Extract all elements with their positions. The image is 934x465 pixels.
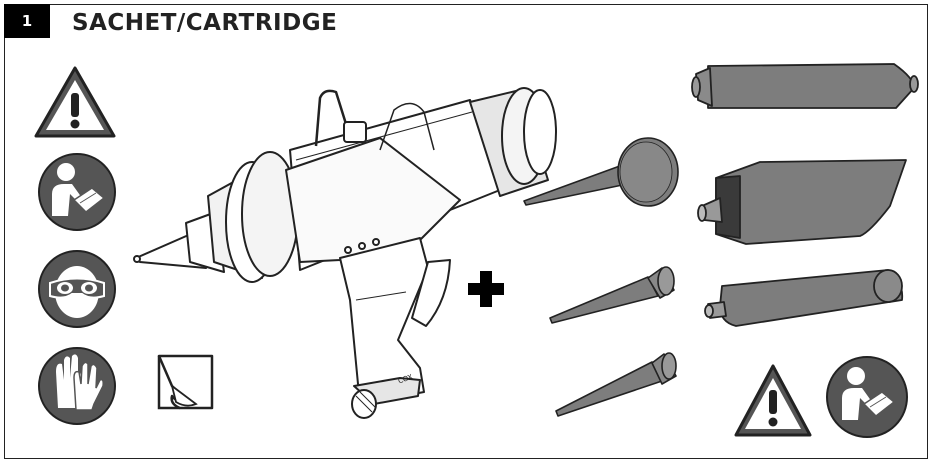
nozzle-with-flange xyxy=(523,137,679,207)
plus-icon xyxy=(468,271,504,307)
warning-icon xyxy=(34,66,116,138)
read-manual-icon xyxy=(826,356,908,438)
sachet-foil-pack xyxy=(691,63,919,109)
protective-gloves-icon xyxy=(38,347,116,425)
aluminium-cartridge xyxy=(704,269,904,327)
cartridge-nozzle-2 xyxy=(555,352,677,417)
sachet-bag xyxy=(697,159,907,245)
read-manual-icon xyxy=(38,153,116,231)
dispensing-gun xyxy=(133,87,557,419)
safety-goggles-icon xyxy=(38,250,116,328)
warning-icon xyxy=(734,364,812,437)
page-title: SACHET/CARTRIDGE xyxy=(72,10,338,36)
cartridge-nozzle-1 xyxy=(549,266,675,324)
step-number-badge: 1 xyxy=(4,4,50,38)
peel-corner-icon xyxy=(157,354,214,410)
